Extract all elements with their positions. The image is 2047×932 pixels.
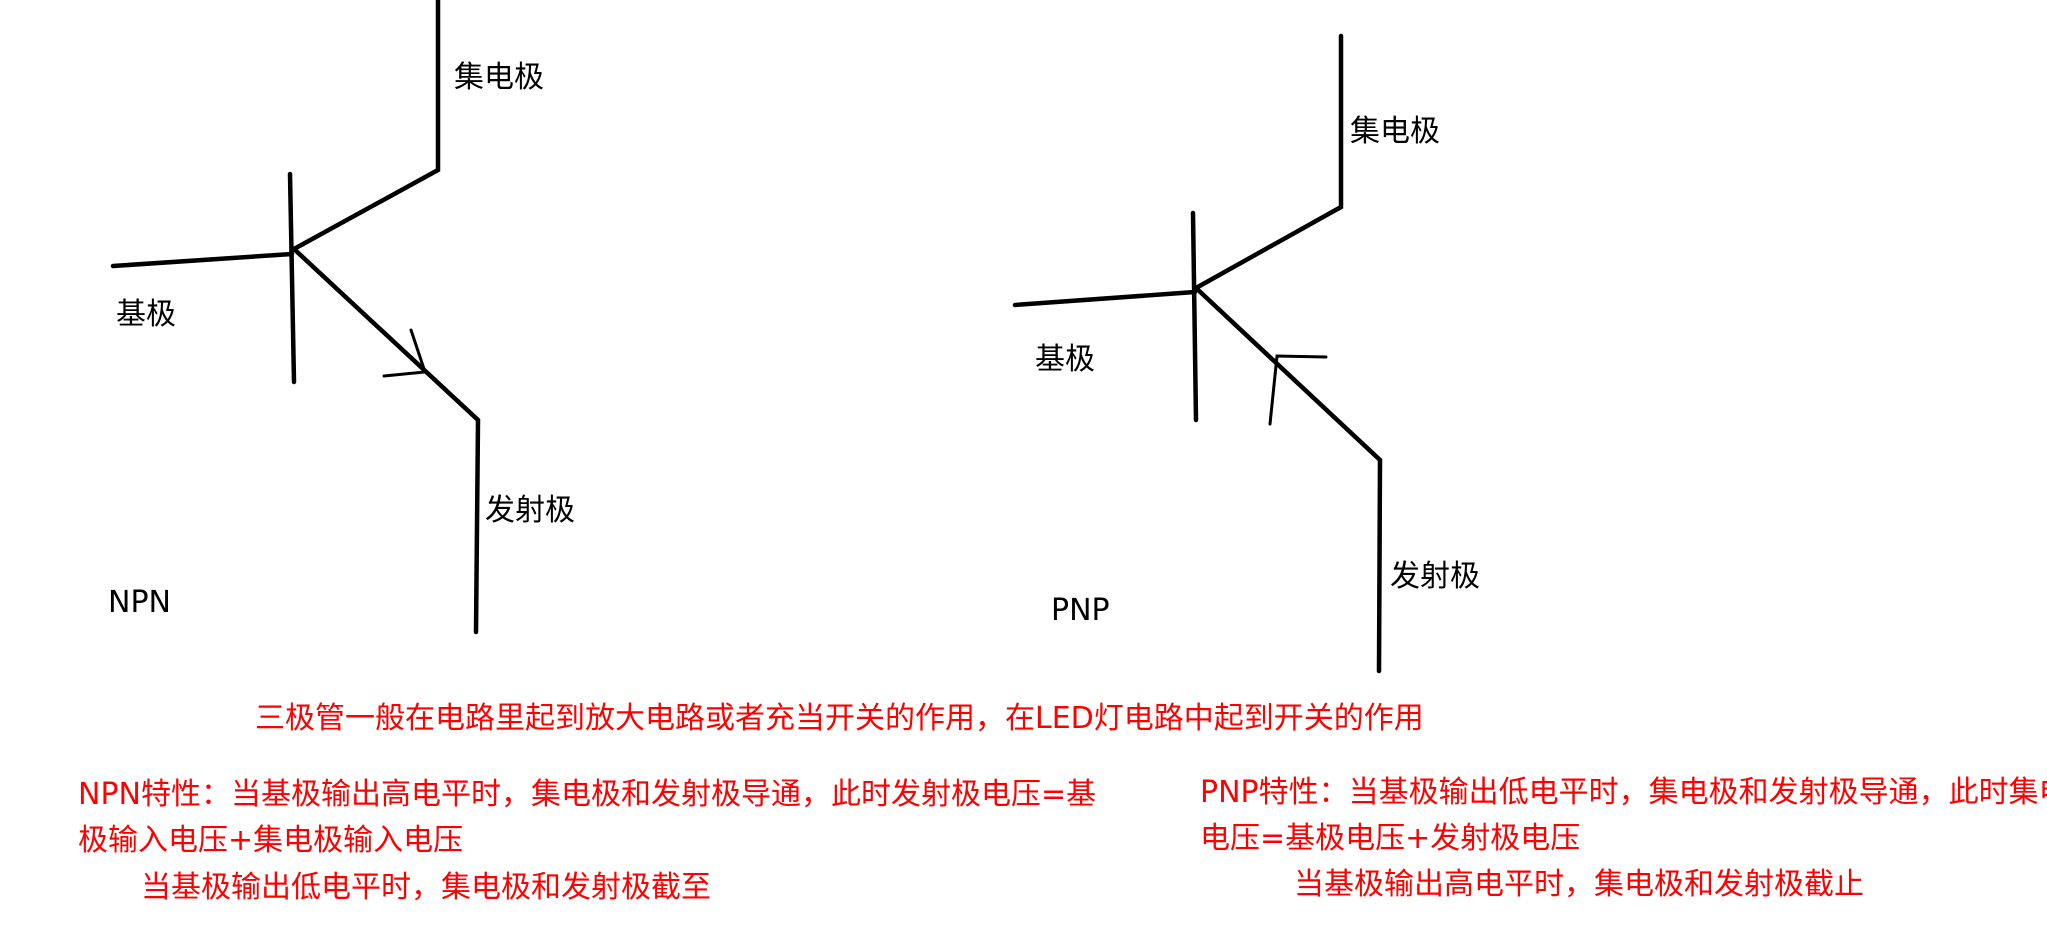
npn-characteristic-line1: NPN特性：当基极输出高电平时，集电极和发射极导通，此时发射极电压=基 bbox=[78, 777, 1097, 812]
npn-symbol bbox=[110, 0, 481, 635]
pnp-emitter-label: 发射极 bbox=[1390, 559, 1480, 594]
npn-emitter-label: 发射极 bbox=[485, 493, 575, 528]
npn-base-label: 基极 bbox=[116, 297, 176, 332]
summary-note: 三极管一般在电路里起到放大电路或者充当开关的作用，在LED灯电路中起到开关的作用 bbox=[255, 701, 1424, 736]
pnp-base-bar bbox=[1190, 210, 1199, 423]
npn-base-lead bbox=[110, 251, 295, 269]
pnp-collector-lead bbox=[1193, 33, 1344, 291]
npn-characteristic-line2: 极输入电压+集电极输入电压 bbox=[78, 823, 464, 858]
npn-characteristic-line3: 当基极输出低电平时，集电极和发射极截至 bbox=[141, 870, 711, 905]
pnp-characteristic-line2: 电压=基极电压+发射极电压 bbox=[1200, 821, 1581, 856]
npn-base-bar bbox=[287, 171, 297, 385]
npn-emitter-lead bbox=[291, 246, 481, 635]
pnp-emitter-lead bbox=[1193, 285, 1383, 674]
pnp-base-lead bbox=[1012, 289, 1198, 308]
npn-collector-label: 集电极 bbox=[454, 60, 544, 95]
pnp-symbol bbox=[1012, 33, 1383, 674]
pnp-base-label: 基极 bbox=[1035, 342, 1095, 377]
npn-collector-lead bbox=[291, 0, 441, 252]
npn-emitter-arrow bbox=[382, 328, 428, 378]
pnp-characteristic-line1: PNP特性：当基极输出低电平时，集电极和发射极导通，此时集电极 bbox=[1200, 775, 2047, 810]
pnp-collector-label: 集电极 bbox=[1350, 114, 1440, 149]
pnp-emitter-arrow bbox=[1268, 354, 1328, 426]
pnp-characteristic-line3: 当基极输出高电平时，集电极和发射极截止 bbox=[1294, 867, 1864, 902]
npn-type-label: NPN bbox=[108, 585, 171, 620]
pnp-type-label: PNP bbox=[1051, 593, 1110, 628]
